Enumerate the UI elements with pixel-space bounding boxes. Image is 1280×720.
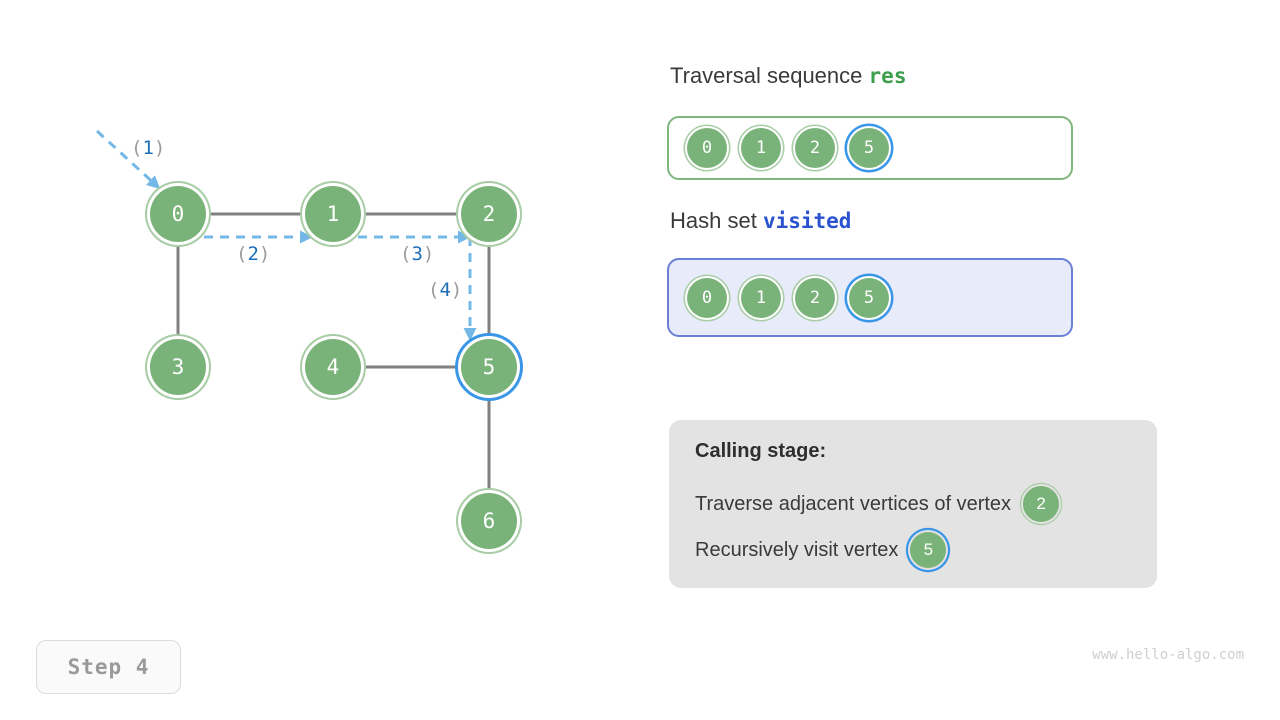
arrow-label-2: (2)	[236, 243, 271, 265]
visited-container: 0 1 2 5	[667, 258, 1073, 337]
visited-item-2[interactable]: 2	[795, 277, 835, 318]
res-item-3[interactable]: 5	[849, 128, 889, 168]
visited-item-3-label: 5	[863, 287, 875, 308]
visited-title-code: visited	[762, 209, 852, 233]
res-item-0-label: 0	[701, 138, 713, 158]
calling-stage-line-1-badge: 2	[1023, 486, 1060, 522]
visited-item-1-label: 1	[755, 287, 767, 308]
visited-item-0[interactable]: 0	[687, 277, 727, 318]
arrow-label-3: (3)	[400, 243, 435, 265]
visited-item-3[interactable]: 5	[849, 277, 889, 318]
graph-node-6[interactable]: 6	[461, 493, 517, 549]
graph-svg	[95, 129, 491, 493]
graph-node-3[interactable]: 3	[150, 339, 206, 395]
visited-section-title: Hash set visited	[670, 208, 851, 234]
watermark: www.hello-algo.com	[1092, 647, 1244, 663]
graph-panel: 0 1 2 3 4 5 6 (1) (2) (3) (4)	[0, 0, 640, 620]
graph-node-5[interactable]: 5	[461, 339, 517, 395]
graph-node-2[interactable]: 2	[461, 186, 517, 242]
arrow-label-1: (1)	[131, 137, 166, 159]
res-title-prefix: Traversal sequence	[670, 63, 863, 88]
graph-edges	[176, 212, 491, 493]
visited-item-2-label: 2	[809, 287, 821, 308]
visited-title-prefix: Hash set	[670, 208, 757, 233]
arrow-label-4-number: 4	[439, 279, 451, 301]
traversal-arrow-1	[95, 129, 161, 190]
res-title-code: res	[868, 64, 907, 88]
res-item-1-label: 1	[755, 138, 767, 158]
graph-node-0-label: 0	[171, 201, 185, 226]
traversal-arrows	[95, 129, 477, 341]
graph-node-3-label: 3	[171, 354, 185, 379]
res-item-2[interactable]: 2	[795, 128, 835, 168]
step-indicator: Step 4	[36, 640, 181, 694]
calling-stage-line-1: Traverse adjacent vertices of vertex 2	[695, 481, 1131, 527]
arrow-label-4: (4)	[428, 279, 463, 301]
res-item-1[interactable]: 1	[741, 128, 781, 168]
arrow-label-3-number: 3	[411, 243, 423, 265]
calling-stage-line-2-badge: 5	[910, 532, 947, 568]
graph-node-6-label: 6	[482, 508, 496, 533]
graph-node-1[interactable]: 1	[305, 186, 361, 242]
calling-stage-line-2-badge-label: 5	[923, 540, 934, 559]
calling-stage-line-2: Recursively visit vertex 5	[695, 527, 1131, 573]
calling-stage-line-1-badge-label: 2	[1036, 494, 1046, 513]
calling-stage-panel: Calling stage: Traverse adjacent vertice…	[669, 420, 1157, 588]
res-container: 0 1 2 5	[667, 116, 1073, 180]
visited-item-1[interactable]: 1	[741, 277, 781, 318]
arrow-label-2-number: 2	[247, 243, 259, 265]
graph-node-4[interactable]: 4	[305, 339, 361, 395]
graph-node-1-label: 1	[326, 201, 340, 226]
right-panel: Traversal sequence res 0 1 2 5 Hash set …	[660, 0, 1280, 720]
calling-stage-line-1-text: Traverse adjacent vertices of vertex	[695, 492, 1012, 515]
visited-item-0-label: 0	[701, 287, 713, 308]
res-section-title: Traversal sequence res	[670, 63, 906, 89]
res-item-3-label: 5	[863, 138, 875, 158]
res-item-0[interactable]: 0	[687, 128, 727, 168]
graph-node-0[interactable]: 0	[150, 186, 206, 242]
res-item-2-label: 2	[809, 138, 821, 158]
calling-stage-line-2-text: Recursively visit vertex	[695, 538, 899, 561]
calling-stage-title: Calling stage:	[695, 440, 827, 462]
arrow-label-1-number: 1	[142, 137, 154, 159]
graph-node-4-label: 4	[326, 354, 340, 379]
graph-node-5-label: 5	[482, 354, 496, 379]
graph-node-2-label: 2	[482, 201, 496, 226]
